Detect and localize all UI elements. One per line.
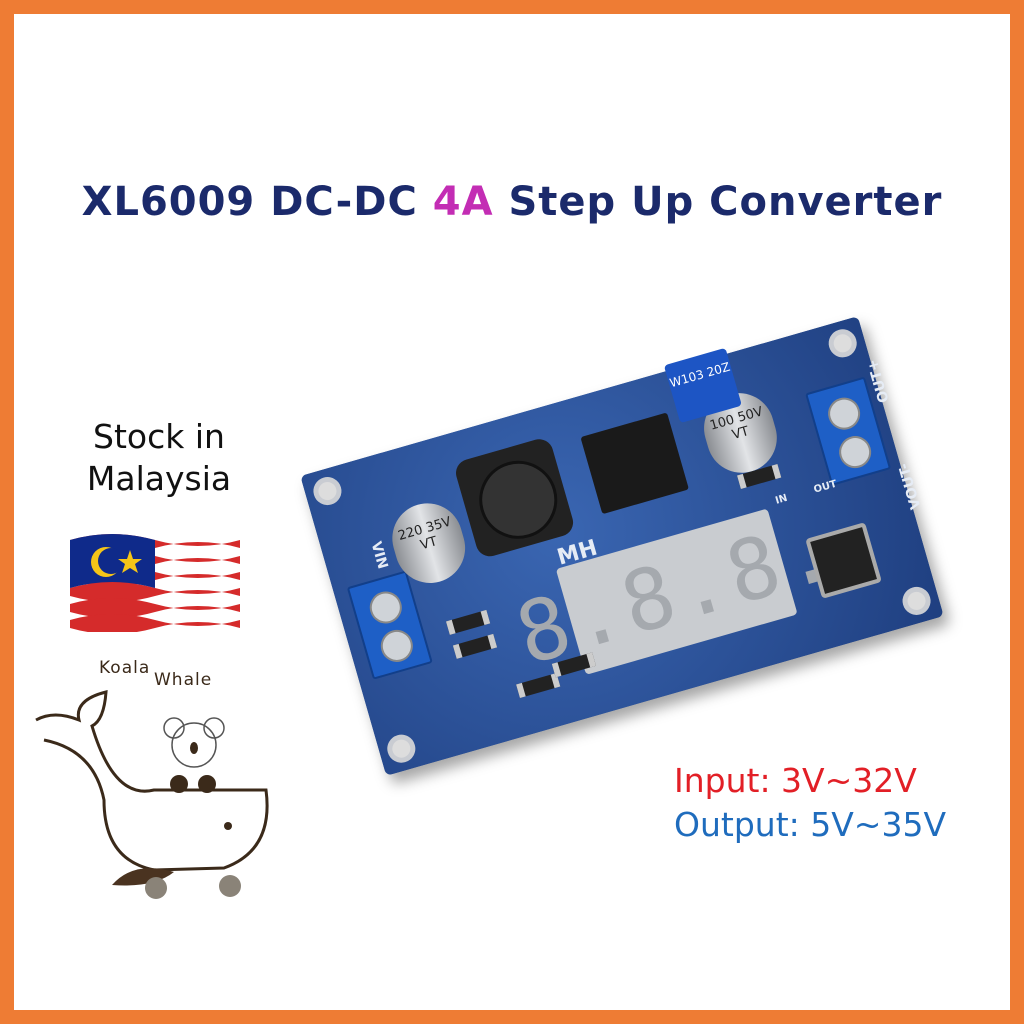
mount-hole bbox=[384, 731, 419, 766]
mount-hole bbox=[825, 326, 860, 361]
smd-resistor bbox=[445, 609, 491, 635]
in-label: IN bbox=[774, 492, 789, 507]
title-accent: 4A bbox=[432, 179, 494, 225]
mount-hole bbox=[899, 583, 934, 619]
title-text: XL6009 DC-DC bbox=[81, 179, 433, 225]
product-image: XL6009 DC-DC 4A Step Up Converter Stock … bbox=[14, 14, 1010, 1010]
logo-text-whale: Whale bbox=[154, 670, 213, 690]
specs: Input: 3V~32V Output: 5V~35V bbox=[674, 759, 946, 847]
vout-minus-label: VOUT- bbox=[896, 461, 925, 512]
voltage-display: 8.8.8. bbox=[505, 499, 848, 684]
vin-label: VIN bbox=[367, 539, 391, 571]
stock-line1: Stock in bbox=[93, 417, 225, 456]
koala-whale-logo: Koala Whale bbox=[34, 650, 284, 900]
out-label: OUT bbox=[812, 478, 839, 496]
product-title: XL6009 DC-DC 4A Step Up Converter bbox=[14, 179, 1010, 225]
smd-resistor bbox=[452, 633, 498, 659]
malaysia-flag-icon bbox=[70, 534, 240, 632]
input-terminal bbox=[346, 570, 433, 680]
pcb-board: 220 35V VT 100 50V VT W103 20Z MH 8.8.8.… bbox=[300, 316, 944, 776]
output-spec: Output: 5V~35V bbox=[674, 805, 947, 844]
whale-cart-icon bbox=[35, 690, 269, 899]
mount-hole bbox=[310, 473, 345, 509]
input-spec: Input: 3V~32V bbox=[674, 761, 917, 800]
inductor bbox=[452, 435, 577, 560]
stock-line2: Malaysia bbox=[86, 459, 232, 498]
logo-text-koala: Koala bbox=[99, 658, 151, 678]
xl6009-chip bbox=[580, 412, 689, 515]
title-text-end: Step Up Converter bbox=[493, 179, 943, 225]
